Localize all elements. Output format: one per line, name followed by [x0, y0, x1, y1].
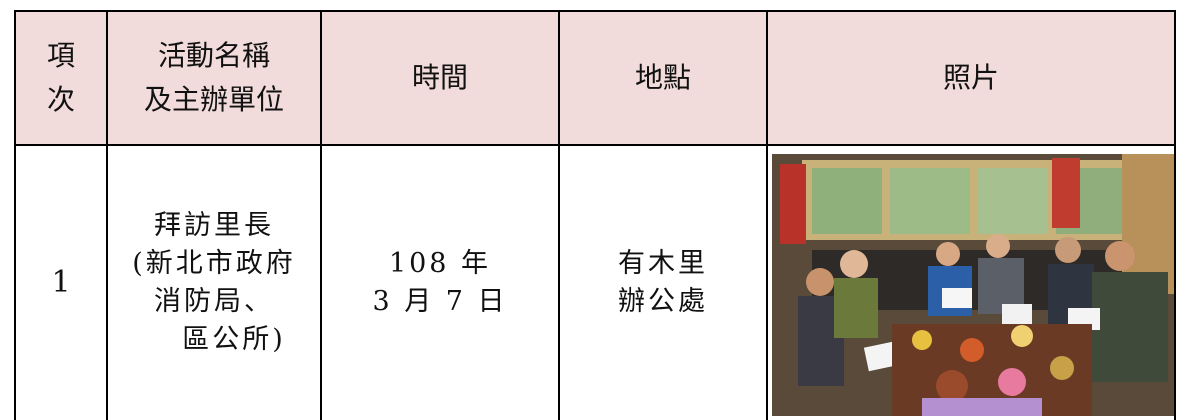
- cell-photo: [766, 144, 1176, 420]
- header-location: 地點: [558, 10, 768, 146]
- table-row: 1 拜訪里長 (新北市政府 消防局、 區公所) 108 年 3 月 7 日 有木…: [14, 144, 1176, 420]
- cell-index: 1: [14, 144, 108, 420]
- header-photo: 照片: [766, 10, 1176, 146]
- cell-time: 108 年 3 月 7 日: [320, 144, 560, 420]
- activity-table: 項 次 活動名稱 及主辦單位 時間 地點 照片 1 拜訪里長 (新北市政府 消防…: [14, 10, 1176, 420]
- activity-table-wrapper: 項 次 活動名稱 及主辦單位 時間 地點 照片 1 拜訪里長 (新北市政府 消防…: [14, 10, 1176, 420]
- header-index: 項 次: [14, 10, 108, 146]
- meeting-photo: [772, 154, 1173, 416]
- cell-location: 有木里 辦公處: [558, 144, 768, 420]
- table-header-row: 項 次 活動名稱 及主辦單位 時間 地點 照片: [14, 10, 1176, 146]
- cell-activity: 拜訪里長 (新北市政府 消防局、 區公所): [106, 144, 322, 420]
- header-activity: 活動名稱 及主辦單位: [106, 10, 322, 146]
- header-time: 時間: [320, 10, 560, 146]
